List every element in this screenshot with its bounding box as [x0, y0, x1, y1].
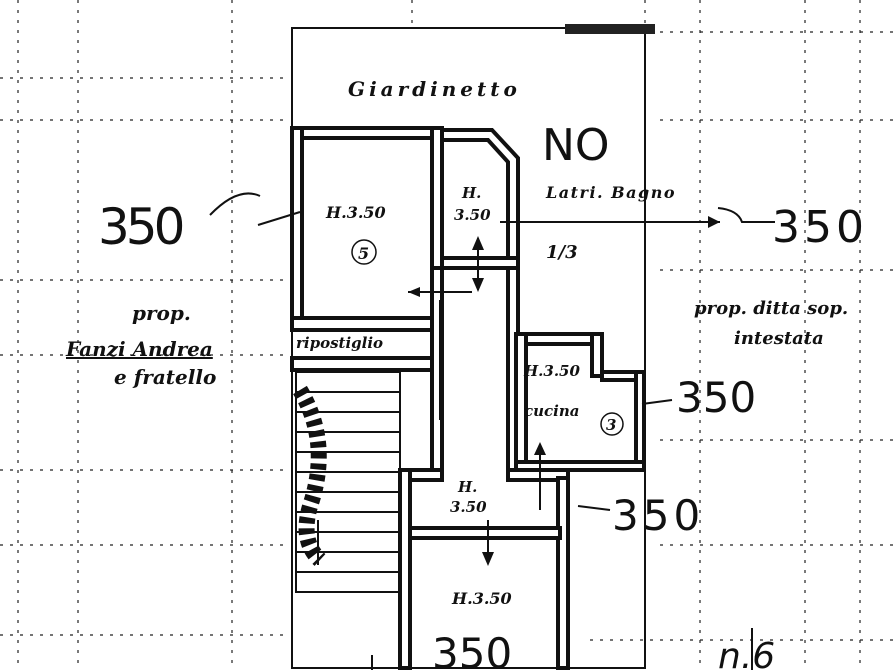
left-owner-line1: prop.: [132, 301, 191, 325]
kitchen-walls: [514, 332, 646, 472]
room-left-walls: [290, 126, 444, 372]
room-left-number-circle: [351, 239, 377, 265]
hall-height-line2: 3.50: [450, 498, 487, 516]
kitchen-number-circle: [600, 412, 624, 436]
left-owner-line3: e fratello: [114, 365, 216, 389]
lower-rooms-walls: [408, 468, 570, 670]
storage-label: ripostiglio: [296, 334, 383, 352]
orientation-label: NO: [542, 120, 610, 171]
garden-label: Giardinetto: [348, 77, 521, 101]
staircase: [293, 371, 401, 593]
dimension-right-mid: 350: [676, 373, 756, 422]
top-wall-hatch: [565, 24, 655, 34]
bath-height-line2: 3.50: [454, 206, 491, 224]
dimension-right-top: 350: [772, 202, 868, 253]
circulation-arrows: [317, 216, 720, 566]
garden-outline: [291, 27, 646, 669]
kitchen-label: cucina: [524, 402, 580, 420]
left-owner-line2: Fanzi Andrea: [65, 337, 213, 361]
kitchen-number: 3: [606, 416, 616, 434]
fraction-label: 1/3: [546, 242, 578, 263]
kitchen-height: H.3.50: [523, 362, 580, 380]
dimension-right-low: 350: [612, 491, 704, 540]
room-left-height: H.3.50: [325, 203, 386, 222]
right-owner-line1: prop. ditta sop.: [694, 298, 848, 319]
dimension-bottom: 350: [432, 629, 512, 670]
right-owner-line2: intestata: [734, 328, 824, 349]
bathroom-label: Latri. Bagno: [545, 183, 676, 202]
sheet-mark: n.6: [718, 636, 775, 670]
bath-height-line1: H.: [461, 184, 481, 202]
dimension-left: 350: [98, 198, 183, 256]
dimension-callouts: [209, 192, 775, 670]
room-left-number: 5: [358, 244, 369, 263]
bottom-room-height: H.3.50: [451, 589, 512, 608]
hall-height-line1: H.: [457, 478, 477, 496]
